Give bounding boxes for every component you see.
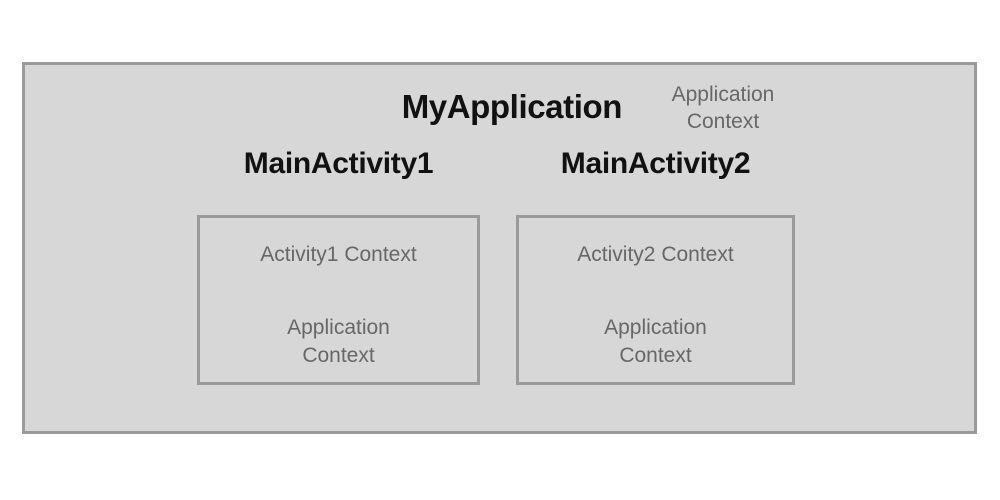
activity-context-primary-label-1: Activity1 Context <box>260 243 417 266</box>
activity-title-1: MainActivity1 <box>243 147 434 180</box>
activity-context-box-2: Activity2 Context Application Context <box>516 215 795 385</box>
application-title: MyApplication <box>401 88 623 125</box>
application-header-row: MyApplication Application Context <box>25 81 974 145</box>
activity-column-2: MainActivity2 <box>516 149 795 179</box>
activity-title-2: MainActivity2 <box>560 147 751 180</box>
activity-context-box-1: Activity1 Context Application Context <box>197 215 480 385</box>
activity-context-secondary-line1-1: Application <box>287 316 390 339</box>
application-context-label-line1: Application <box>671 83 775 106</box>
activity-context-secondary-label-2: Application Context <box>519 314 792 370</box>
activity-context-primary-label-2: Activity2 Context <box>577 243 734 266</box>
activity-context-secondary-line2-2: Context <box>619 344 692 367</box>
activity-context-secondary-label-1: Application Context <box>200 314 477 370</box>
activity-context-secondary-line2-1: Context <box>302 344 375 367</box>
activity-column-1: MainActivity1 <box>197 149 480 179</box>
application-container-box: MyApplication Application Context MainAc… <box>22 62 977 434</box>
application-context-label-line2: Context <box>686 110 760 133</box>
application-context-label: Application Context <box>635 81 811 135</box>
activity-context-secondary-line1-2: Application <box>604 316 707 339</box>
